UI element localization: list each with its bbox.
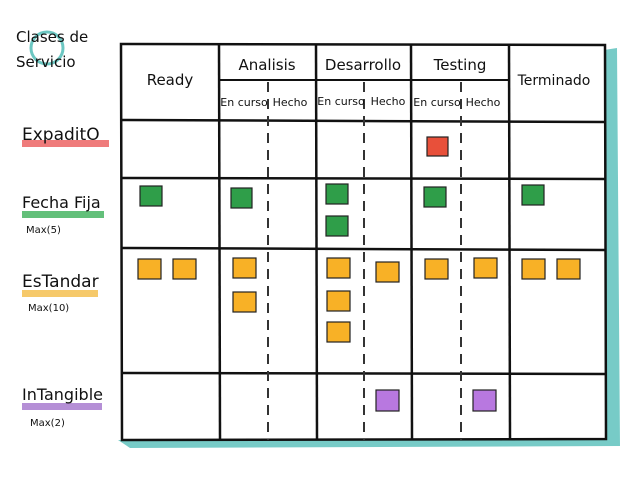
card-expedite: [426, 136, 449, 157]
card-standard: [232, 257, 257, 279]
card-fixed-date: [325, 215, 349, 237]
row-label-intangible: InTangible: [22, 385, 103, 404]
column-header-ready: Ready: [147, 71, 194, 89]
card-standard: [424, 258, 449, 280]
row-label-expedite: ExpaditO: [22, 125, 100, 145]
card-intangible: [472, 389, 497, 412]
row-limit-intangible: Max(2): [30, 418, 65, 429]
row-underline-standard: [22, 290, 98, 297]
subheader-analisis-hecho: Hecho: [273, 96, 308, 109]
title-line-2: Servicio: [16, 53, 76, 71]
card-fixed-date: [139, 185, 163, 207]
title-circle: [29, 30, 65, 66]
column-divider-testing: [507, 43, 512, 441]
card-standard: [556, 258, 581, 280]
subheader-testing-en-curso: En curso: [413, 96, 461, 109]
row-limit-standard: Max(10): [28, 303, 69, 314]
row-label-fixed-date: Fecha Fija: [22, 193, 101, 212]
card-standard: [137, 258, 162, 280]
card-standard: [232, 291, 257, 313]
card-standard: [326, 257, 351, 279]
card-standard: [172, 258, 197, 280]
subheader-analisis-en-curso: En curso: [220, 96, 268, 109]
column-header-testing: Testing: [433, 56, 487, 74]
column-header-desarrollo: Desarrollo: [325, 56, 401, 74]
row-divider-1: [120, 176, 606, 181]
title-line-1: Clases de: [16, 28, 88, 46]
card-fixed-date: [325, 183, 349, 205]
subheader-testing-hecho: Hecho: [466, 96, 501, 109]
board-border: [119, 42, 608, 442]
subheader-desarrollo-en-curso: En curso: [317, 95, 365, 108]
column-divider-ready: [217, 43, 222, 441]
column-header-analisis: Analisis: [238, 56, 295, 74]
card-intangible: [375, 389, 400, 412]
column-divider-desarrollo: [409, 43, 414, 441]
card-standard: [473, 257, 498, 279]
card-standard: [326, 290, 351, 312]
subheader-desarrollo-hecho: Hecho: [371, 95, 406, 108]
card-standard: [326, 321, 351, 343]
row-divider-2: [120, 246, 606, 252]
row-underline-fixed-date: [22, 211, 104, 218]
card-fixed-date: [230, 187, 253, 209]
row-underline-intangible: [22, 403, 102, 410]
row-underline-expedite: [22, 140, 109, 147]
column-header-terminado: Terminado: [517, 73, 591, 89]
card-standard: [375, 261, 400, 283]
card-fixed-date: [423, 186, 447, 208]
row-limit-fixed-date: Max(5): [26, 225, 61, 236]
row-label-standard: EsTandar: [22, 272, 99, 292]
column-divider-analisis: [314, 43, 319, 441]
card-fixed-date: [521, 184, 545, 206]
card-standard: [521, 258, 546, 280]
